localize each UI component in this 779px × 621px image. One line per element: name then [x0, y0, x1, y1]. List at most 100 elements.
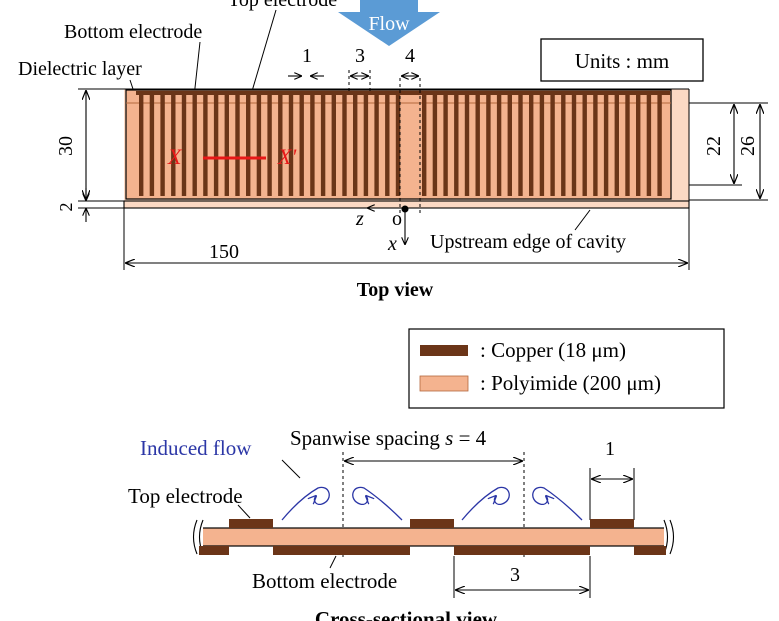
electrode-strip	[454, 92, 459, 196]
electrode-strip	[636, 92, 641, 196]
legend-copper-swatch	[420, 345, 468, 356]
electrode-strip	[299, 92, 304, 196]
flow-arrow	[338, 0, 440, 46]
legend: : Copper (18 μm) : Polyimide (200 μm)	[408, 328, 725, 409]
electrode-strip	[342, 92, 347, 196]
electrode-strip	[256, 92, 262, 196]
induced-vortex	[352, 486, 403, 521]
cavity-label: Upstream edge of cavity	[430, 231, 626, 253]
legend-polyimide-swatch	[419, 375, 469, 392]
cs-top-electrode	[410, 519, 454, 528]
electrode-strip	[593, 92, 598, 196]
electrode-strip	[614, 92, 619, 196]
electrode-strip	[646, 92, 652, 196]
legend-box	[408, 328, 725, 409]
electrode-strip	[625, 92, 630, 196]
electrode-strip	[224, 92, 229, 196]
electrode-strip	[561, 92, 566, 196]
dielectric-layer-label: Dielectric layer	[18, 58, 142, 80]
bottom-electrode-leader	[193, 41, 201, 98]
cs-substrate	[201, 527, 667, 547]
origin-dot	[401, 205, 409, 213]
electrode-strip	[496, 92, 502, 196]
electrode-strip	[310, 92, 315, 196]
spacing-label: Spanwise spacing s = 4	[290, 426, 487, 450]
marker-x-prime: X'	[277, 144, 296, 169]
flow-label: Flow	[368, 13, 410, 35]
top-electrode-leader	[249, 9, 277, 99]
electrode-strip	[353, 92, 358, 196]
dim-1-cs-label: 1	[605, 438, 615, 460]
induced-flow-leader	[281, 459, 301, 479]
electrode-strip	[518, 92, 523, 196]
cs-bottom-electrode	[199, 546, 229, 555]
electrode-strip	[443, 92, 448, 196]
cs-bottom-electrode	[454, 546, 590, 555]
electrode-strip	[539, 92, 545, 196]
electrode-strip	[363, 92, 369, 196]
cs-top-electrode-leader	[237, 504, 251, 519]
electrode-strip	[149, 92, 155, 196]
induced-vortex	[532, 486, 583, 521]
break-left-1	[192, 519, 198, 555]
electrode-strip	[432, 92, 438, 196]
electrode-strip	[160, 92, 165, 196]
induced-flow-label: Induced flow	[140, 436, 252, 460]
electrode-strip	[192, 92, 197, 196]
dim-30-label: 30	[55, 136, 77, 156]
cross-section: Induced flow Spanwise spacing s = 4 1	[128, 426, 675, 621]
cs-bottom-electrode-label: Bottom electrode	[252, 569, 397, 593]
induced-vortex	[281, 486, 330, 521]
cs-bottom-electrode-leader	[329, 555, 337, 569]
cs-bottom-electrode	[634, 546, 666, 555]
electrode-strip	[288, 92, 294, 196]
dim-1-label: 1	[302, 45, 312, 67]
induced-vortex	[461, 486, 510, 521]
legend-copper-label: : Copper (18 μm)	[480, 338, 626, 362]
electrode-strip	[278, 92, 283, 196]
electrode-strip	[267, 92, 272, 196]
electrode-strip	[603, 92, 609, 196]
axis-x-label: x	[387, 233, 397, 255]
top-electrode-label: Top electrode	[228, 0, 337, 11]
electrode-strip	[582, 92, 587, 196]
electrode-strips	[136, 91, 670, 196]
electrode-strip	[171, 92, 176, 196]
electrode-bus	[136, 91, 670, 95]
electrode-strip	[139, 92, 144, 196]
electrode-strip	[529, 92, 534, 196]
units-box	[540, 38, 704, 82]
electrode-strip	[422, 92, 427, 196]
electrode-strip	[657, 92, 662, 196]
electrode-strip	[486, 92, 491, 196]
dim-26-label: 26	[737, 136, 759, 156]
dim-22-label: 22	[703, 136, 725, 156]
electrode-strip	[246, 92, 251, 196]
dim-3-cs-label: 3	[510, 564, 520, 586]
axis-o-label: o	[392, 208, 402, 230]
dim-4-label: 4	[405, 45, 415, 67]
electrode-strip	[475, 92, 480, 196]
break-right-2	[669, 519, 675, 555]
cs-top-electrode	[590, 519, 634, 528]
bottom-electrode-label: Bottom electrode	[64, 21, 202, 43]
marker-x: X	[167, 144, 183, 169]
electrode-strip	[464, 92, 470, 196]
legend-polyimide-label: : Polyimide (200 μm)	[480, 371, 661, 395]
electrode-strip	[395, 92, 401, 196]
cs-top-electrode-label: Top electrode	[128, 484, 243, 508]
electrode-strip	[550, 92, 555, 196]
cs-top-electrode	[229, 519, 273, 528]
electrode-strip	[213, 92, 219, 196]
cs-bottom-electrode	[273, 546, 410, 555]
top-view-caption: Top view	[357, 279, 434, 301]
electrode-strip	[203, 92, 208, 196]
electrode-strip	[320, 92, 326, 196]
electrode-strip	[385, 92, 390, 196]
electrode-strip	[507, 92, 512, 196]
electrode-strip	[235, 92, 240, 196]
dim-150-label: 150	[209, 241, 239, 263]
cross-section-caption: Cross-sectional view	[315, 607, 498, 621]
dim-3-label: 3	[355, 45, 365, 67]
